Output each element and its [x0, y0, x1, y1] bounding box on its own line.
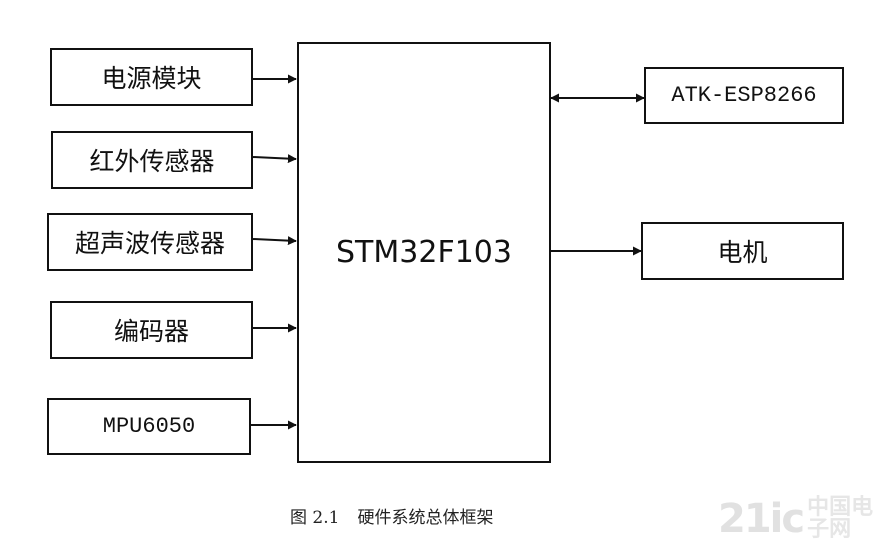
- power-module-box: 电源模块: [50, 48, 253, 106]
- arrow-ultrasonic-to-mcu: [252, 236, 297, 246]
- ir-sensor-label: 红外传感器: [89, 147, 215, 176]
- ultrasonic-sensor-box: 超声波传感器: [47, 213, 253, 271]
- encoder-box: 编码器: [50, 301, 253, 359]
- imu-label: MPU6050: [102, 414, 196, 439]
- imu-box: MPU6050: [47, 398, 251, 455]
- arrow-ir-to-mcu: [252, 154, 297, 164]
- motor-label: 电机: [717, 238, 768, 267]
- wifi-module-box: ATK-ESP8266: [644, 67, 844, 124]
- ultrasonic-sensor-label: 超声波传感器: [74, 229, 225, 258]
- wifi-module-label: ATK-ESP8266: [671, 83, 817, 108]
- mcu-label: STM32F103: [336, 235, 512, 270]
- mcu-box: STM32F103: [297, 42, 551, 463]
- ir-sensor-box: 红外传感器: [51, 131, 253, 189]
- figure-number: 图 2.1: [290, 508, 340, 528]
- watermark-site-text: 中国电子网: [807, 495, 874, 542]
- encoder-label: 编码器: [113, 317, 189, 346]
- watermark-21ic-text: 21ic: [718, 496, 805, 542]
- power-module-label: 电源模块: [101, 64, 202, 93]
- motor-box: 电机: [641, 222, 844, 280]
- figure-caption: 图 2.1 硬件系统总体框架: [290, 503, 493, 528]
- figure-title: 硬件系统总体框架: [357, 508, 494, 528]
- watermark-logo: 21ic 中国电子网: [718, 494, 876, 544]
